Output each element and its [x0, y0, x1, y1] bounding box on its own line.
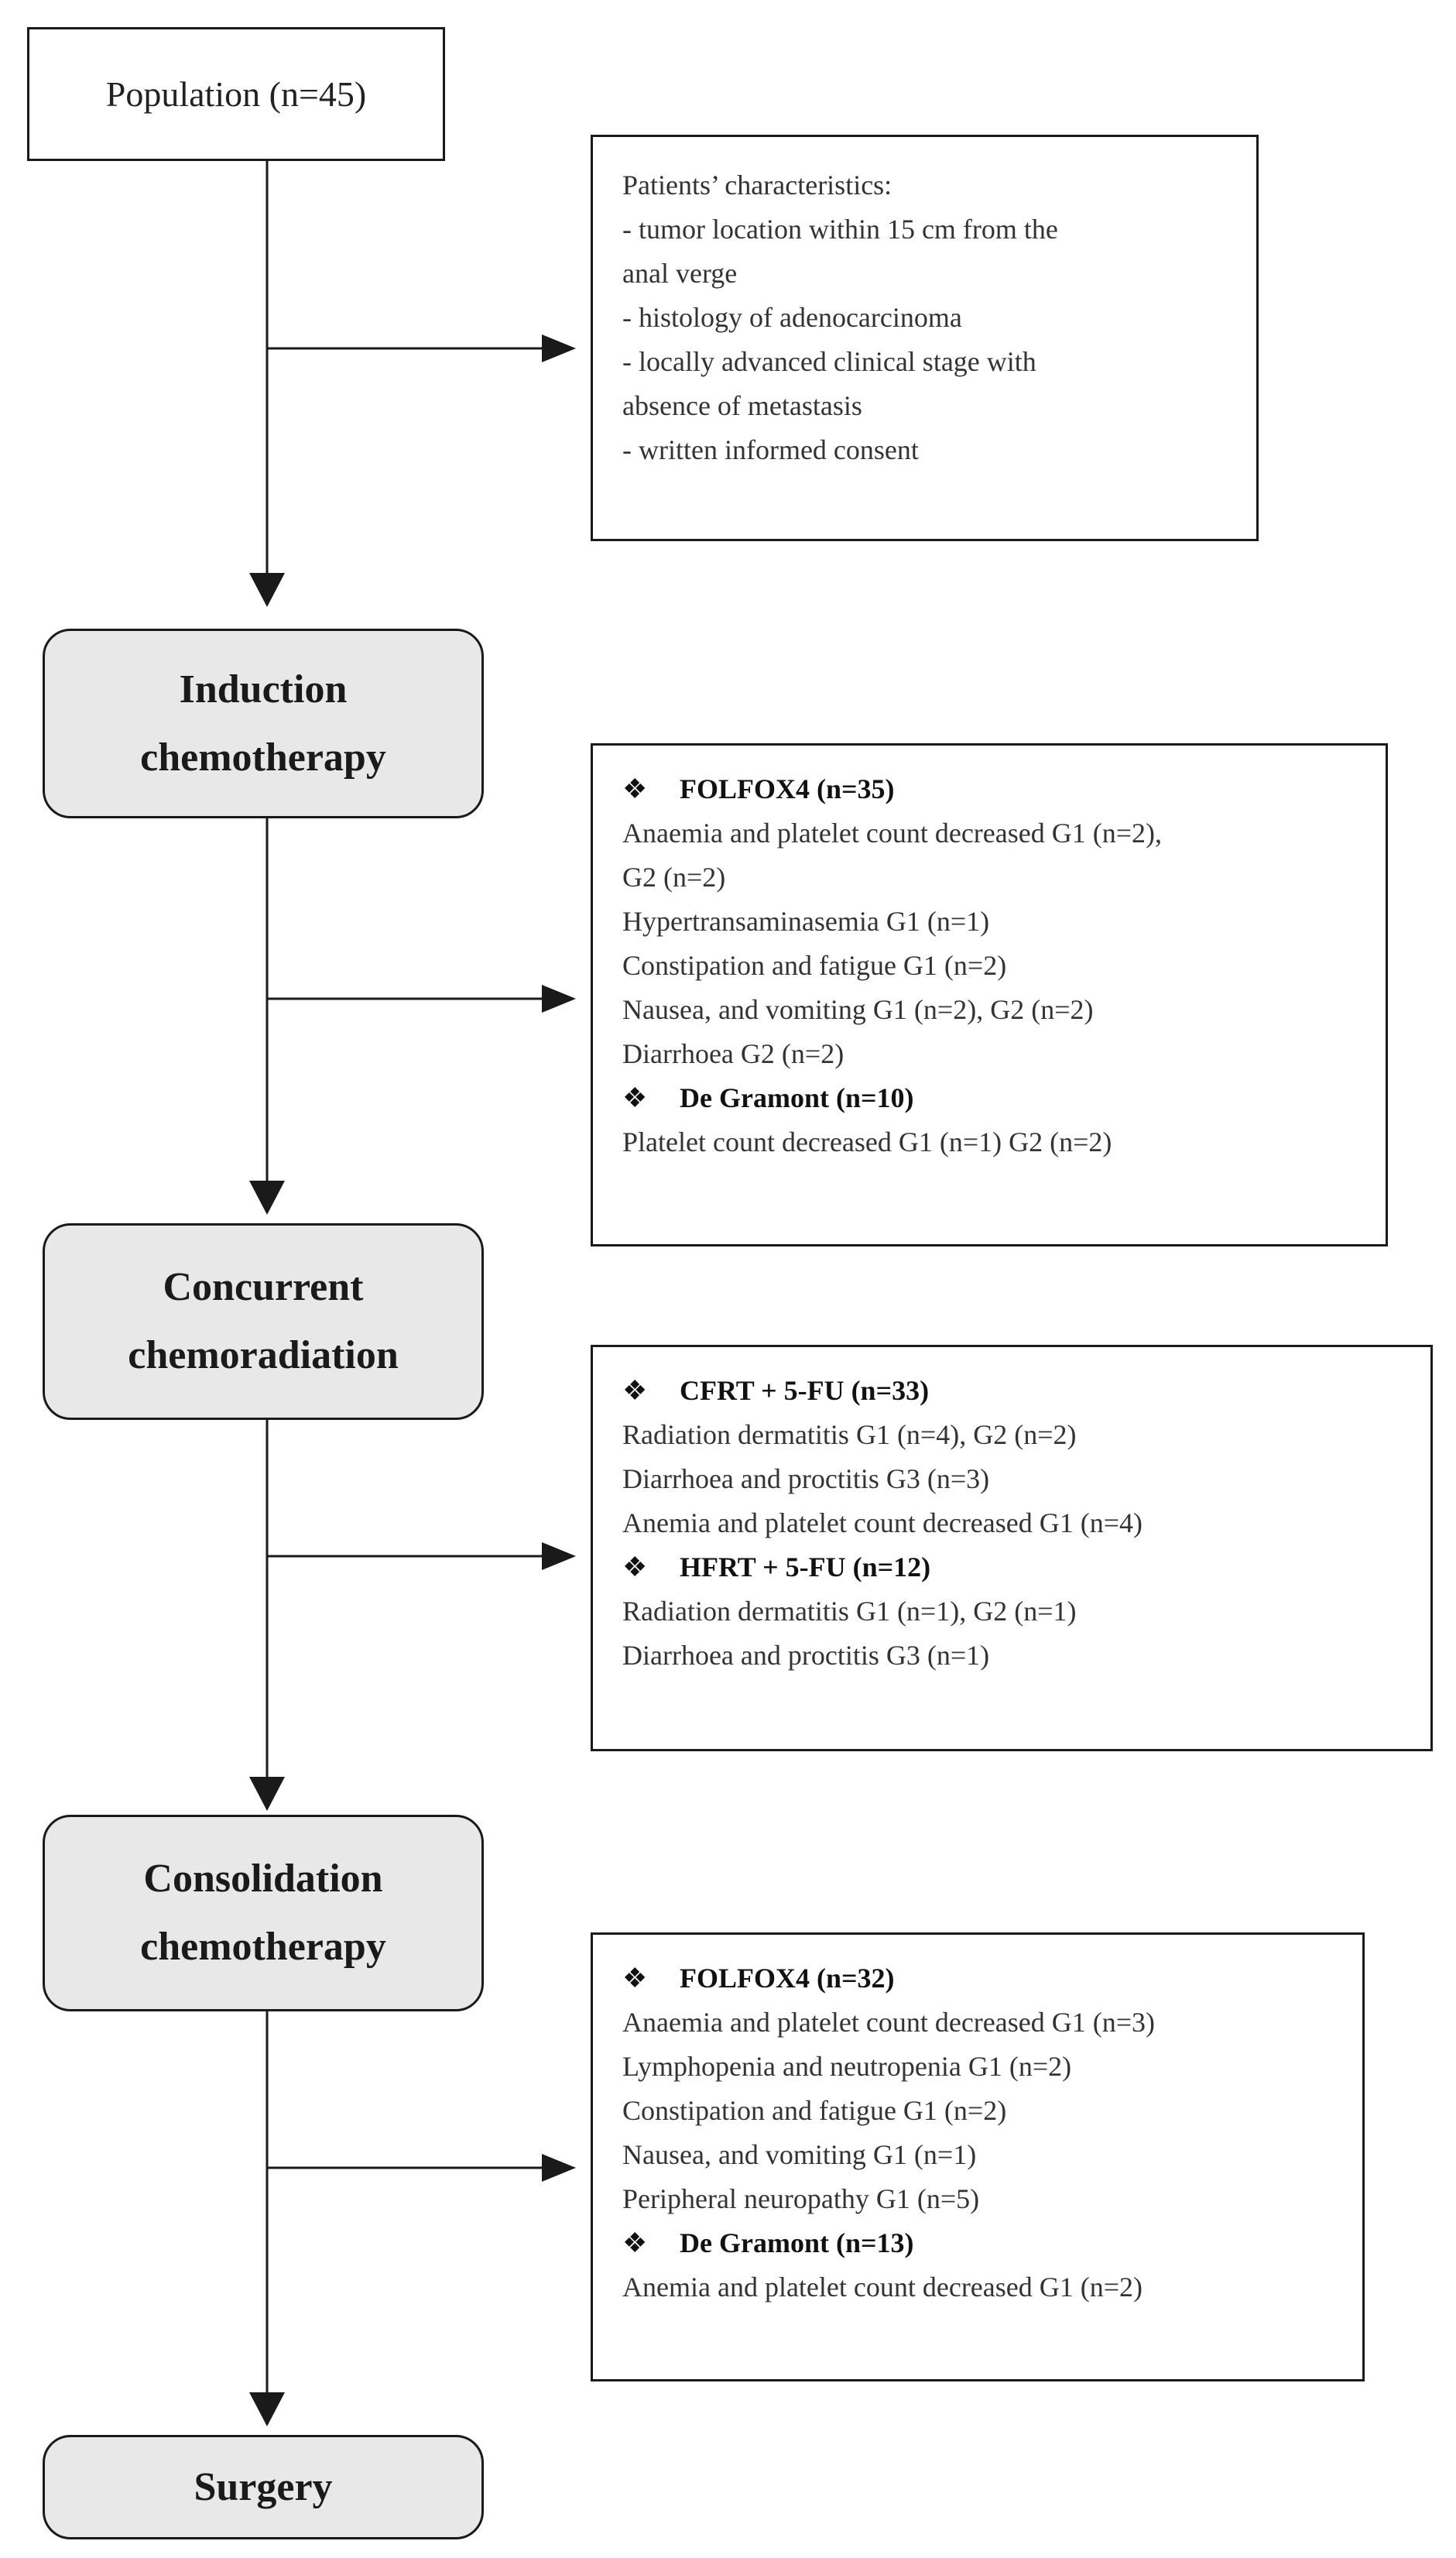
toxicity-item: Hypertransaminasemia G1 (n=1) — [622, 906, 990, 937]
diamond-bullet-icon: ❖ — [622, 1375, 648, 1406]
characteristics-line: - histology of adenocarcinoma — [622, 302, 962, 333]
toxicity-item: Radiation dermatitis G1 (n=4), G2 (n=2) — [622, 1419, 1077, 1450]
toxicity-item: Nausea, and vomiting G1 (n=1) — [622, 2139, 977, 2170]
toxicity-item: Lymphopenia and neutropenia G1 (n=2) — [622, 2051, 1072, 2082]
stage-title-line: Concurrent — [163, 1265, 364, 1309]
induction-toxicity-box: ❖ FOLFOX4 (n=35) Anaemia and platelet cou… — [591, 743, 1388, 1246]
characteristics-line: - locally advanced clinical stage with — [622, 346, 1036, 377]
consolidation-toxicity-box: ❖ FOLFOX4 (n=32) Anaemia and platelet cou… — [591, 1932, 1365, 2381]
toxicity-group-heading: ❖ FOLFOX4 (n=35) — [622, 767, 1364, 811]
regimen-label: FOLFOX4 (n=35) — [680, 773, 895, 804]
toxicity-item: Anaemia and platelet count decreased G1 … — [622, 818, 1163, 849]
stage-induction-chemotherapy: Induction chemotherapy — [43, 629, 484, 818]
toxicity-item: Diarrhoea G2 (n=2) — [622, 1038, 844, 1069]
toxicity-item: Peripheral neuropathy G1 (n=5) — [622, 2183, 980, 2214]
characteristics-box: Patients’ characteristics: - tumor locat… — [591, 135, 1259, 541]
stage-title-line: chemotherapy — [140, 735, 386, 780]
toxicity-item: Nausea, and vomiting G1 (n=2), G2 (n=2) — [622, 994, 1094, 1025]
toxicity-item: Platelet count decreased G1 (n=1) G2 (n=… — [622, 1126, 1112, 1157]
toxicity-group-heading: ❖ FOLFOX4 (n=32) — [622, 1956, 1341, 2001]
stage-title-line: Surgery — [194, 2464, 333, 2509]
toxicity-item: Constipation and fatigue G1 (n=2) — [622, 950, 1007, 981]
regimen-label: De Gramont (n=10) — [680, 1082, 914, 1113]
diamond-bullet-icon: ❖ — [622, 1963, 648, 1994]
toxicity-group-heading: ❖ CFRT + 5-FU (n=33) — [622, 1369, 1409, 1413]
characteristics-line: - tumor location within 15 cm from the — [622, 214, 1058, 245]
regimen-label: De Gramont (n=13) — [680, 2227, 914, 2258]
characteristics-line: Patients’ characteristics: — [622, 170, 892, 201]
toxicity-group-heading: ❖ De Gramont (n=10) — [622, 1076, 1364, 1120]
stage-concurrent-chemoradiation: Concurrent chemoradiation — [43, 1223, 484, 1420]
toxicity-item: Anemia and platelet count decreased G1 (… — [622, 2272, 1143, 2303]
characteristics-line: - written informed consent — [622, 434, 919, 465]
stage-title-line: chemotherapy — [140, 1925, 386, 1969]
regimen-label: CFRT + 5-FU (n=33) — [680, 1375, 930, 1406]
stage-title-line: chemoradiation — [128, 1333, 399, 1377]
toxicity-item: Diarrhoea and proctitis G3 (n=1) — [622, 1640, 990, 1671]
toxicity-item: Anaemia and platelet count decreased G1 … — [622, 2007, 1156, 2038]
diamond-bullet-icon: ❖ — [622, 1552, 648, 1582]
stage-consolidation-chemotherapy: Consolidation chemotherapy — [43, 1815, 484, 2011]
diamond-bullet-icon: ❖ — [622, 773, 648, 804]
toxicity-item: Anemia and platelet count decreased G1 (… — [622, 1507, 1143, 1538]
stage-title-line: Consolidation — [143, 1857, 383, 1901]
stage-title-line: Induction — [179, 667, 348, 712]
concurrent-toxicity-box: ❖ CFRT + 5-FU (n=33) Radiation dermatitis… — [591, 1345, 1433, 1751]
population-label: Population (n=45) — [105, 74, 367, 114]
diamond-bullet-icon: ❖ — [622, 2227, 648, 2258]
population-box: Population (n=45) — [27, 27, 445, 161]
regimen-label: HFRT + 5-FU (n=12) — [680, 1552, 931, 1582]
diamond-bullet-icon: ❖ — [622, 1082, 648, 1113]
characteristics-line: absence of metastasis — [622, 390, 862, 421]
stage-surgery: Surgery — [43, 2435, 484, 2539]
characteristics-line: anal verge — [622, 258, 738, 289]
toxicity-item: Radiation dermatitis G1 (n=1), G2 (n=1) — [622, 1596, 1077, 1627]
toxicity-group-heading: ❖ HFRT + 5-FU (n=12) — [622, 1545, 1409, 1589]
toxicity-item: G2 (n=2) — [622, 862, 726, 893]
regimen-label: FOLFOX4 (n=32) — [680, 1963, 895, 1994]
toxicity-group-heading: ❖ De Gramont (n=13) — [622, 2221, 1341, 2265]
toxicity-item: Constipation and fatigue G1 (n=2) — [622, 2095, 1007, 2126]
toxicity-item: Diarrhoea and proctitis G3 (n=3) — [622, 1463, 990, 1494]
